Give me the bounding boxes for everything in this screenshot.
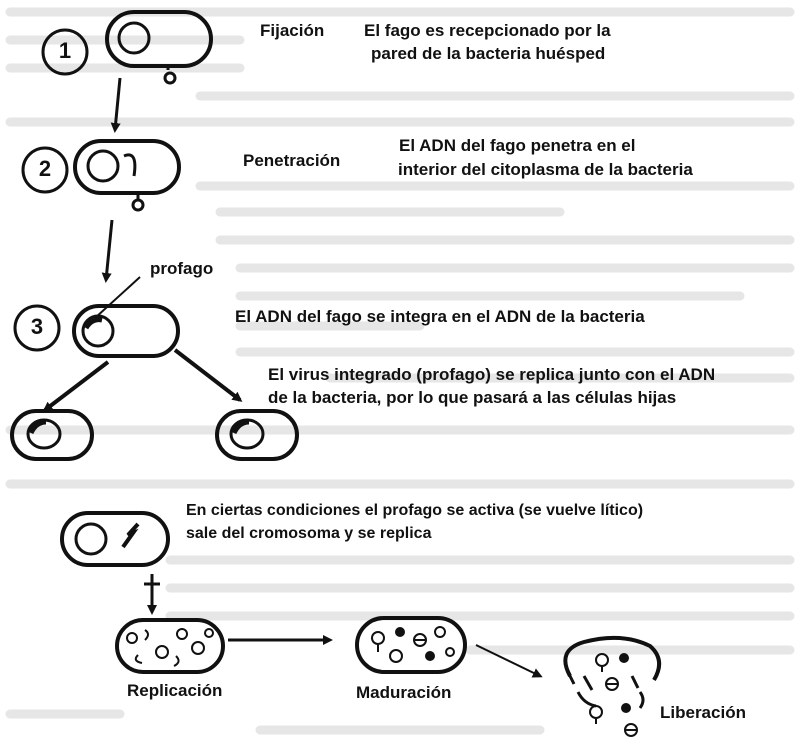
liberacion-cell xyxy=(563,635,662,737)
phage-icon xyxy=(131,198,145,212)
step-3-description: El ADN del fago se integra en el ADN de … xyxy=(235,307,645,326)
prophage-icon xyxy=(83,317,103,330)
step-1-description-line-2: pared de la bacteria huésped xyxy=(371,44,606,63)
step-2-description-line-1: El ADN del fago penetra en el xyxy=(399,136,636,155)
arrow-1-to-2 xyxy=(110,77,122,133)
step-number: 2 xyxy=(38,156,52,181)
replicacion-label: Replicación xyxy=(127,681,223,700)
bacterium-step-2 xyxy=(73,139,181,195)
maduracion-cell xyxy=(355,616,467,674)
arrow-2-to-3 xyxy=(101,219,114,283)
step-1-name: Fijación xyxy=(260,21,325,40)
step-2-description-line-2: interior del citoplasma de la bacteria xyxy=(398,160,693,179)
replication-note-line-2: de la bacteria, por lo que pasará a las … xyxy=(268,388,677,407)
profago-pointer xyxy=(94,276,141,319)
step-2-name: Penetración xyxy=(243,151,341,170)
liberacion-label: Liberación xyxy=(660,703,746,722)
activation-note-line-1: En ciertas condiciones el profago se act… xyxy=(186,502,644,519)
excised-prophage-icon xyxy=(121,522,140,549)
step-number: 3 xyxy=(30,314,44,339)
bacterium-activated xyxy=(60,511,170,567)
replication-note-line-1: El virus integrado (profago) se replica … xyxy=(268,365,716,384)
bacterium-step-1 xyxy=(105,10,213,68)
chromosome-icon xyxy=(74,522,108,556)
arrow-to-daughter-right xyxy=(173,348,243,402)
arrow-to-daughter-left xyxy=(42,360,110,412)
arrow-to-liberacion xyxy=(475,644,543,678)
daughter-cell-right xyxy=(215,409,299,461)
profago-label: profago xyxy=(150,259,214,278)
chromosome-icon xyxy=(86,149,120,183)
maduracion-label: Maduración xyxy=(356,683,452,702)
phage-icon xyxy=(163,71,177,85)
step-1-circle xyxy=(41,28,89,76)
activation-note-line-2: sale del cromosoma y se replica xyxy=(186,525,432,542)
step-2-circle xyxy=(21,146,69,194)
bacterium-step-3 xyxy=(72,304,180,358)
step-3-circle xyxy=(13,304,61,352)
phage-dna-icon xyxy=(123,153,137,177)
step-number: 1 xyxy=(58,38,72,63)
chromosome-icon xyxy=(117,21,151,55)
daughter-cell-left xyxy=(10,409,94,461)
step-1-description-line-1: El fago es recepcionado por la xyxy=(364,21,611,40)
replication-cell xyxy=(115,618,225,674)
